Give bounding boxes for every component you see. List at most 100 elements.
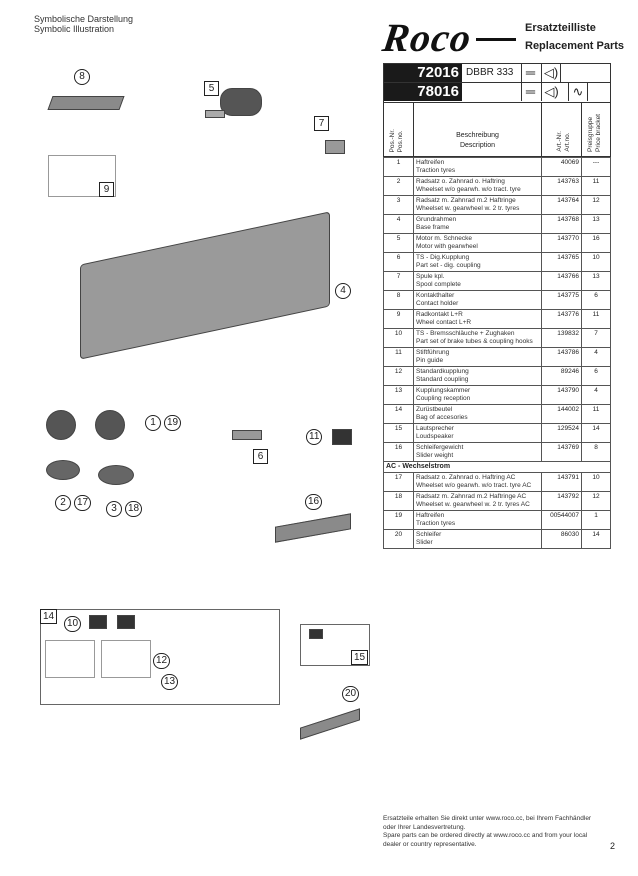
price-bracket-cell: 11 <box>581 404 611 424</box>
wheelset-gear-drawing <box>95 410 125 440</box>
wheelset-gear-drawing <box>98 465 134 485</box>
price-bracket-cell: 16 <box>581 233 611 253</box>
article-number-cell: 143775 <box>541 290 582 310</box>
article-number-cell: 143764 <box>541 195 582 215</box>
callout-1: 1 <box>145 415 161 431</box>
title-en: Replacement Parts <box>525 40 625 52</box>
contact-holder-drawing <box>47 96 125 110</box>
price-bracket-cell: 1 <box>581 510 611 530</box>
callout-6: 6 <box>253 449 268 464</box>
pin-guide-drawing <box>332 429 352 445</box>
callout-14: 14 <box>40 609 58 624</box>
price-bracket-cell: 4 <box>581 347 611 367</box>
price-bracket-cell: 12 <box>581 491 611 511</box>
article-number-cell: 89246 <box>541 366 582 386</box>
article-number-cell: 143791 <box>541 472 582 492</box>
callout-3: 3 <box>106 501 122 517</box>
model-number: 72016 <box>384 64 462 82</box>
spool-drawing <box>325 140 345 154</box>
article-number-cell: 00544007 <box>541 510 582 530</box>
article-number-cell: 144002 <box>541 404 582 424</box>
price-bracket-cell: 13 <box>581 214 611 234</box>
section-row: AC - Wechselstrom <box>383 461 611 473</box>
article-number-cell: 40069 <box>541 157 582 177</box>
callout-9: 9 <box>99 182 114 197</box>
article-number-cell: 143770 <box>541 233 582 253</box>
model-row: 72016 DB BR 333 ═ ◁) <box>383 63 611 83</box>
price-bracket-cell: 12 <box>581 195 611 215</box>
loco-class: BR 333 <box>480 67 514 78</box>
loudspeaker-box <box>300 624 370 666</box>
note-en: Symbolic Illustration <box>34 24 115 34</box>
pos-cell: 2 <box>383 176 414 196</box>
price-bracket-cell: 10 <box>581 472 611 492</box>
price-bracket-cell: 6 <box>581 290 611 310</box>
pos-cell: 6 <box>383 252 414 272</box>
worm-drawing <box>205 110 225 118</box>
callout-16: 16 <box>305 494 323 510</box>
wheel-contact-drawing <box>48 155 116 197</box>
price-bracket-cell: 10 <box>581 252 611 272</box>
ac-icon: ∿ <box>568 83 588 101</box>
pos-cell: 7 <box>383 271 414 291</box>
sound-icon: ◁) <box>541 83 561 101</box>
pos-cell: 1 <box>383 157 414 177</box>
price-bracket-cell: 14 <box>581 529 611 549</box>
note-de: Symbolische Darstellung <box>34 14 134 24</box>
article-number-cell: 143768 <box>541 214 582 234</box>
digital-coupling-drawing <box>232 430 262 440</box>
callout-5: 5 <box>204 81 219 96</box>
callout-11: 11 <box>306 429 323 445</box>
pos-cell: 19 <box>383 510 414 530</box>
description-cell: Spule kpl.Spool complete <box>413 271 542 291</box>
article-number-cell: 143792 <box>541 491 582 511</box>
pos-cell: 12 <box>383 366 414 386</box>
callout-7: 7 <box>314 116 329 131</box>
footer-note: Ersatzteile erhalten Sie direkt unter ww… <box>383 815 592 848</box>
article-number-cell: 143763 <box>541 176 582 196</box>
article-number-cell: 143776 <box>541 309 582 329</box>
base-frame-drawing <box>80 211 330 360</box>
callout-20: 20 <box>342 686 360 702</box>
pos-cell: 13 <box>383 385 414 405</box>
callout-13: 13 <box>161 674 179 690</box>
model-number: 78016 <box>384 83 462 101</box>
col-art: Art.-Nr.Art.no. <box>556 131 571 152</box>
title-de: Ersatzteilliste <box>525 22 596 34</box>
col-pos: Pos.-Nr.Pos.no. <box>389 128 404 152</box>
callout-10: 10 <box>64 616 82 632</box>
callout-19: 19 <box>164 415 182 431</box>
dc-icon: ═ <box>521 64 539 82</box>
accessory-bag-box <box>40 609 280 705</box>
pos-cell: 8 <box>383 290 414 310</box>
